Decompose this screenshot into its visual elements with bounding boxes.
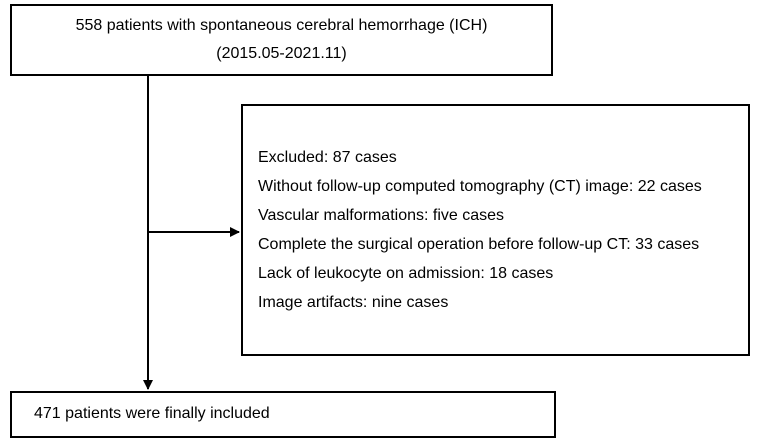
exclusion-surgery-before-ct: Complete the surgical operation before f… [258, 236, 700, 253]
exclusion-criteria-box: Excluded: 87 cases Without follow-up com… [241, 104, 750, 356]
exclusion-no-followup-ct: Without follow-up computed tomography (C… [258, 178, 702, 195]
exclusion-vascular-malformations: Vascular malformations: five cases [258, 207, 505, 224]
study-period-text: (2015.05-2021.11) [216, 45, 347, 62]
included-patients-text: 471 patients were finally included [34, 405, 270, 422]
excluded-total: Excluded: 87 cases [258, 149, 397, 166]
exclusion-list: Excluded: 87 cases Without follow-up com… [258, 148, 702, 322]
enrolled-patients-text: 558 patients with spontaneous cerebral h… [75, 17, 488, 34]
exclusion-image-artifacts: Image artifacts: nine cases [258, 294, 449, 311]
enrolled-patients-box: 558 patients with spontaneous cerebral h… [10, 4, 553, 76]
included-patients-box: 471 patients were finally included [10, 391, 556, 438]
exclusion-lack-of-leukocyte: Lack of leukocyte on admission: 18 cases [258, 265, 554, 282]
